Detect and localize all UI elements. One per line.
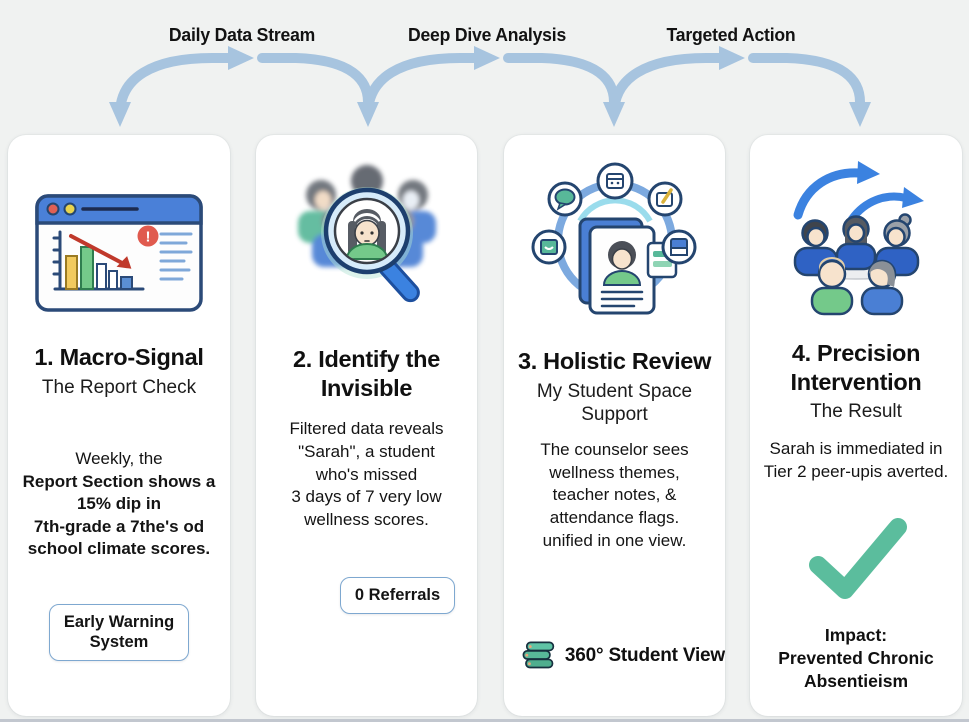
card-3-footer: 360° Student View bbox=[504, 638, 725, 674]
card-3-subtitle: My Student Space Support bbox=[536, 380, 693, 426]
flow-step-label-targeted-action: Targeted Action bbox=[666, 24, 796, 45]
flow-arrow-rise-2 bbox=[363, 53, 481, 119]
flow-arrow-rise-3 bbox=[609, 53, 726, 119]
card-step-1-macro-signal: ! 1. Macro-Signal The Report Check Weekl… bbox=[8, 135, 230, 716]
svg-text:!: ! bbox=[146, 229, 151, 246]
flow-arrow-rise-1 bbox=[115, 53, 235, 119]
magnifier-student-icon bbox=[297, 165, 436, 303]
card-step-3-holistic-review: 3. Holistic Review My Student Space Supp… bbox=[504, 135, 725, 716]
flow-arrowhead-down-1 bbox=[109, 102, 131, 127]
flow-step-label-deep-dive-analysis: Deep Dive Analysis bbox=[407, 24, 567, 45]
student-profile-hub-icon bbox=[531, 162, 696, 315]
card-1-title: 1. Macro-Signal bbox=[34, 344, 204, 370]
success-checkmark-icon bbox=[809, 518, 907, 600]
card-step-2-identify-invisible: 2. Identify the Invisible Filtered data … bbox=[256, 135, 477, 716]
flow-arrow-dive-1 bbox=[257, 53, 373, 107]
flow-arrowhead-right-2 bbox=[474, 46, 500, 70]
impact-statement: Impact: Prevented Chronic Absentieism bbox=[778, 625, 934, 691]
card-3-title: 3. Holistic Review bbox=[517, 348, 712, 374]
flow-arrow-dive-2 bbox=[503, 53, 619, 107]
flow-arrows-graphic bbox=[109, 46, 871, 127]
flow-arrowhead-down-3 bbox=[603, 102, 625, 127]
flow-arrowhead-down-4 bbox=[849, 102, 871, 127]
flow-arrowhead-right-3 bbox=[719, 46, 745, 70]
card-2-title: 2. Identify the Invisible bbox=[293, 346, 440, 401]
card-1-body-emphasis: Report Section shows a 15% dip in 7th-gr… bbox=[22, 471, 216, 559]
card-2-body: Filtered data reveals "Sarah", a student… bbox=[289, 419, 444, 529]
card-1-body-intro: Weekly, the bbox=[75, 449, 163, 469]
360-student-view-label: 360° Student View bbox=[564, 645, 725, 666]
flow-arrowhead-right-1 bbox=[228, 46, 254, 70]
flow-arrow-dive-3 bbox=[748, 53, 865, 107]
card-step-4-precision-intervention: 4. Precision Intervention The Result Sar… bbox=[750, 135, 962, 716]
card-4-body: Sarah is immediated in Tier 2 peer-upis … bbox=[763, 439, 949, 481]
card-4-title: 4. Precision Intervention bbox=[790, 340, 922, 395]
team-meeting-icon bbox=[793, 161, 924, 316]
early-warning-system-badge: Early Warning System bbox=[48, 603, 190, 661]
card-1-subtitle: The Report Check bbox=[41, 376, 197, 398]
report-dashboard-icon: ! bbox=[35, 194, 203, 312]
card-4-subtitle: The Result bbox=[810, 401, 902, 423]
layers-stack-icon bbox=[522, 641, 555, 669]
flow-arrowhead-down-2 bbox=[357, 102, 379, 127]
card-1-body: Weekly, the Report Section shows a 15% d… bbox=[15, 425, 224, 583]
card-3-body: The counselor sees wellness themes, teac… bbox=[540, 440, 689, 550]
zero-referrals-badge: 0 Referrals bbox=[339, 577, 456, 614]
flow-step-label-daily-data-stream: Daily Data Stream bbox=[168, 24, 316, 45]
bottom-edge-divider bbox=[0, 719, 969, 722]
